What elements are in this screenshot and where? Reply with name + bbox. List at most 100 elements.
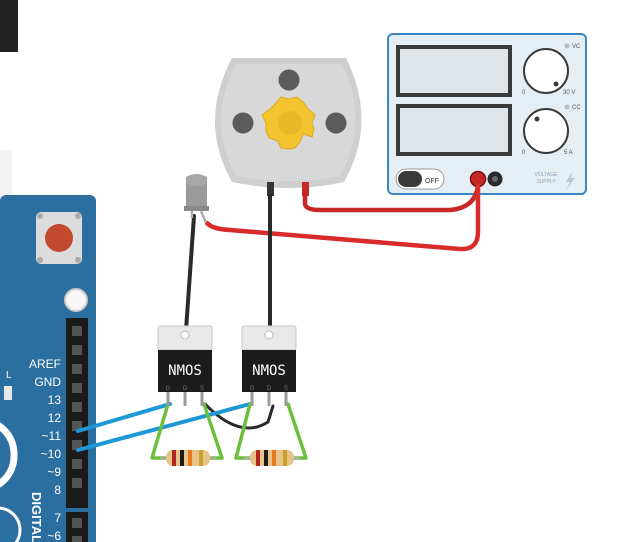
wire-red-motor[interactable]	[302, 183, 481, 213]
dc-motor[interactable]	[215, 58, 362, 196]
motor-hole-left	[232, 112, 254, 134]
pin-hole[interactable]	[72, 326, 82, 336]
knob2-min: 0	[522, 150, 526, 156]
screw-icon	[37, 257, 43, 263]
nmos-tab-hole	[180, 330, 190, 340]
knob1-max: 30 V	[563, 90, 575, 96]
pin-hole[interactable]	[72, 345, 82, 355]
power-supply[interactable]: 0 30 V 0 5 A VC CC OFF VOLTAGE SUPPLY	[387, 33, 587, 195]
pin-hole[interactable]	[72, 364, 82, 374]
screw-icon	[75, 257, 81, 263]
pin-label-13: 13	[48, 393, 62, 407]
current-display	[400, 108, 508, 152]
wire-blue-11[interactable]	[76, 402, 172, 433]
diode-rim	[184, 206, 209, 211]
wire-green-2a[interactable]	[234, 402, 252, 460]
knob2-max: 5 A	[564, 150, 573, 156]
pin-hole[interactable]	[72, 536, 82, 542]
pin-header-upper	[66, 318, 88, 508]
wire-green-2b[interactable]	[286, 402, 308, 460]
nmos-pin-g: G	[250, 386, 255, 392]
resistor-band	[172, 450, 176, 466]
switch-label: OFF	[425, 178, 439, 185]
cc-led	[564, 104, 570, 110]
resistor-band	[272, 450, 276, 466]
terminal-center-icon	[492, 176, 498, 182]
nmos-label: NMOS	[252, 363, 286, 379]
resistor-2[interactable]	[244, 450, 300, 466]
diode-lead-2	[199, 210, 208, 224]
pin-label-12: 12	[48, 411, 62, 425]
knob1-min: 0	[522, 90, 526, 96]
nmos-pin-d: D	[183, 386, 188, 392]
motor-hole-right	[325, 112, 347, 134]
resistor-band	[264, 450, 268, 466]
nmos-pin-s: S	[200, 386, 204, 392]
motor-terminal-positive[interactable]	[302, 182, 309, 196]
pin-hole[interactable]	[72, 459, 82, 469]
motor-hole-top	[278, 69, 300, 91]
current-knob[interactable]	[523, 108, 569, 154]
diode-cap	[186, 174, 207, 186]
nmos-transistor-1[interactable]: NMOS G D S	[157, 325, 213, 406]
pin-hole[interactable]	[72, 518, 82, 528]
resistor-1[interactable]	[160, 450, 216, 466]
vc-led	[564, 43, 570, 49]
wire-red-diode[interactable]	[204, 183, 481, 252]
nmos-legs	[166, 392, 204, 406]
screw-icon	[37, 213, 43, 219]
brand-line2: SUPPLY	[536, 179, 556, 185]
nmos-body	[158, 350, 212, 392]
brand-line1: VOLTAGE	[535, 172, 559, 178]
nmos-label: NMOS	[168, 363, 202, 379]
toolbar-edge	[0, 0, 18, 52]
pin-hole[interactable]	[72, 440, 82, 450]
resistor-band	[256, 450, 260, 466]
nmos-pin-g: G	[166, 386, 171, 392]
pin-label-8: 8	[54, 483, 61, 497]
nmos-transistor-2[interactable]: NMOS G D S	[241, 325, 297, 406]
wire-black-1[interactable]	[184, 214, 196, 332]
pin-label-11: ~11	[42, 429, 62, 443]
gear-hub	[278, 111, 302, 135]
pin-label-10: ~10	[41, 447, 62, 461]
pin-label-9: ~9	[47, 465, 61, 479]
voltage-display	[400, 49, 508, 93]
nmos-tab-hole	[264, 330, 274, 340]
nmos-body	[242, 350, 296, 392]
reset-button[interactable]	[45, 224, 73, 252]
wires	[76, 183, 481, 460]
led-l-label: L	[6, 370, 12, 381]
diode[interactable]	[184, 174, 209, 224]
knob-indicator-icon	[553, 81, 559, 87]
pin-label-6: ~6	[47, 529, 61, 542]
pin-label-aref: AREF	[29, 357, 61, 371]
screw-icon	[75, 213, 81, 219]
led-l	[4, 386, 12, 400]
resistor-band	[188, 450, 192, 466]
logo-ring	[0, 506, 22, 542]
arduino-board[interactable]: AREF GND 13 12 ~11 ~10 ~9 8 7 ~6 L DIGIT…	[0, 195, 96, 542]
resistor-band	[180, 450, 184, 466]
lightning-icon	[566, 172, 575, 190]
resistor-band	[283, 450, 287, 466]
voltage-knob[interactable]	[523, 48, 569, 94]
nmos-legs	[250, 392, 288, 406]
pin-hole[interactable]	[72, 383, 82, 393]
pin-hole[interactable]	[72, 478, 82, 488]
knob-indicator-icon	[534, 116, 540, 122]
motor-terminal-negative[interactable]	[267, 182, 274, 196]
wire-blue-10[interactable]	[76, 402, 252, 452]
arduino-logo-icon	[0, 422, 18, 488]
pin-hole[interactable]	[72, 421, 82, 431]
resistor-band	[199, 450, 203, 466]
vc-indicator-label: VC	[572, 44, 581, 50]
cc-indicator-label: CC	[572, 105, 581, 111]
switch-toggle[interactable]	[398, 171, 422, 187]
wire-black-ground[interactable]	[203, 402, 275, 430]
pin-label-gnd: GND	[34, 375, 61, 389]
nmos-pin-d: D	[267, 386, 272, 392]
pin-hole[interactable]	[72, 402, 82, 412]
pin-label-7: 7	[54, 511, 61, 525]
